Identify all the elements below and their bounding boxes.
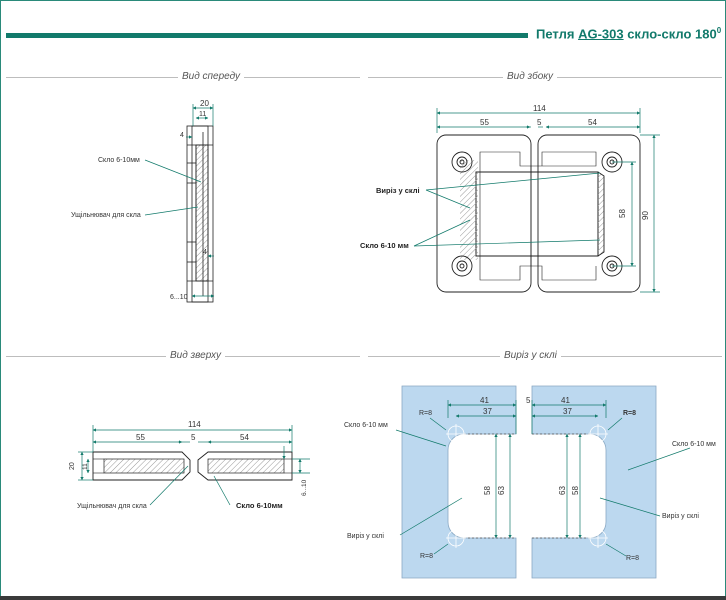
front-dim-width: 20 bbox=[200, 99, 209, 108]
front-dim-gap-top: 4 bbox=[180, 132, 184, 139]
side-dim-total: 114 bbox=[533, 104, 546, 113]
section-title-front: Вид спереду bbox=[178, 71, 245, 82]
top-label-glass: Скло 6-10мм bbox=[236, 501, 283, 510]
bottom-bar bbox=[0, 596, 726, 600]
top-view-drawing bbox=[92, 451, 293, 481]
cutout-dim-left-inner: 37 bbox=[483, 407, 492, 416]
side-dim-inner-height: 58 bbox=[618, 209, 627, 218]
cutout-dim-h-outer-right: 63 bbox=[558, 486, 567, 495]
cutout-radius-br: R=8 bbox=[626, 555, 639, 562]
cutout-glass-right bbox=[531, 385, 657, 579]
cutout-view-dims bbox=[395, 400, 691, 557]
section-title-top: Вид зверху bbox=[166, 350, 225, 361]
top-dim-left: 55 bbox=[136, 433, 145, 442]
page-title: Петля AG-303 скло-скло 1800 bbox=[536, 26, 722, 42]
front-view-drawing bbox=[186, 125, 214, 303]
cutout-label-glass-right: Скло 6-10 мм bbox=[672, 441, 716, 448]
section-title-cutout: Виріз у склі bbox=[500, 350, 561, 361]
cutout-dim-h-inner-left: 58 bbox=[483, 486, 492, 495]
cutout-dim-h-inner-right: 58 bbox=[571, 486, 580, 495]
front-dim-gap-bottom: 4 bbox=[203, 249, 207, 256]
top-view-dims bbox=[78, 425, 310, 506]
cutout-label-cut-left: Виріз у склі bbox=[347, 532, 384, 540]
header-bar bbox=[6, 33, 528, 38]
side-dim-gap: 5 bbox=[537, 118, 542, 127]
front-label-glass: Скло 6-10мм bbox=[98, 157, 140, 164]
cutout-radius-tl: R=8 bbox=[419, 410, 432, 417]
top-dim-total: 114 bbox=[188, 420, 201, 429]
side-label-glass: Скло 6-10 мм bbox=[360, 241, 409, 250]
cutout-view-drawing bbox=[401, 385, 657, 579]
section-title-side: Вид збоку bbox=[503, 71, 557, 82]
cutout-dim-h-outer-left: 63 bbox=[497, 486, 506, 495]
side-dim-right: 54 bbox=[588, 118, 597, 127]
cutout-label-cut-right: Виріз у склі bbox=[662, 512, 699, 520]
cutout-radius-tr: R=8 bbox=[623, 410, 636, 417]
side-label-cutout: Виріз у склі bbox=[376, 186, 420, 195]
top-right-leaf bbox=[197, 451, 293, 481]
cutout-dim-right-inner: 37 bbox=[563, 407, 572, 416]
side-dim-height: 90 bbox=[641, 211, 650, 220]
cutout-radius-bl: R=8 bbox=[420, 553, 433, 560]
front-dim-inner: 11 bbox=[199, 111, 206, 118]
cutout-label-glass-left: Скло 6-10 мм bbox=[344, 422, 388, 429]
side-dim-left: 55 bbox=[480, 118, 489, 127]
top-dim-inner: 11 bbox=[82, 463, 89, 470]
side-left-leaf bbox=[436, 134, 532, 293]
top-dim-thickness: 20 bbox=[69, 462, 76, 470]
side-view-dims bbox=[413, 108, 660, 293]
front-view-dims bbox=[144, 104, 215, 298]
front-dim-glass-range: 6...10 bbox=[170, 294, 188, 301]
top-dim-gap: 5 bbox=[191, 433, 196, 442]
side-right-leaf bbox=[537, 134, 641, 293]
cutout-dim-gap: 5 bbox=[526, 396, 531, 405]
cutout-dim-left-outer: 41 bbox=[480, 396, 489, 405]
front-glass-hatch bbox=[195, 144, 209, 282]
front-label-seal: Ущільнювач для скла bbox=[71, 211, 141, 219]
top-label-seal: Ущільнювач для скла bbox=[77, 502, 147, 510]
top-dim-glass-range: 6...10 bbox=[301, 479, 308, 496]
top-dim-right: 54 bbox=[240, 433, 249, 442]
product-code: AG-303 bbox=[578, 26, 624, 42]
side-view-drawing bbox=[436, 134, 641, 293]
cutout-dim-right-outer: 41 bbox=[561, 396, 570, 405]
